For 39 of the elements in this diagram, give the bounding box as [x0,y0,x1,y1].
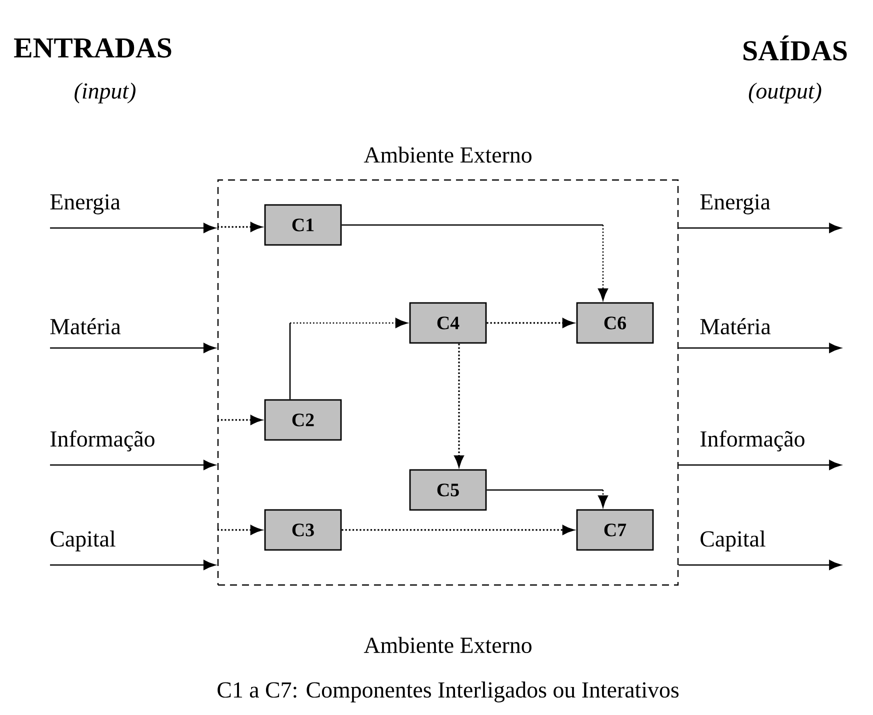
arrow [50,223,216,233]
arrow [50,560,216,570]
edge-label: Energia [698,193,772,216]
component-box: C3 [264,509,342,551]
component-box: C7 [576,509,654,551]
edge-label: Capital [698,530,767,552]
component-box: C1 [264,204,342,246]
component-box: C4 [409,302,487,344]
component-box: C2 [264,399,342,441]
edge-label: Energia [48,193,122,216]
arrow [486,318,574,328]
edge-label: Informação [48,429,156,452]
component-box: C6 [576,302,654,344]
edge-label: Matéria [48,317,122,336]
edge-label: Capital [48,530,117,552]
component-box: C5 [409,469,487,511]
arrow [342,525,574,535]
column-subheading: (input) [74,82,136,104]
arrow [217,415,262,425]
arrow [678,560,842,570]
arrow [678,343,842,353]
arrow [217,222,262,232]
column-heading: SAÍDAS [744,35,847,61]
arrow [50,460,216,470]
boundary-heading: Ambiente Externo [364,146,532,163]
arrow [454,344,464,467]
arrow [50,343,216,353]
caption: C1 a C7: Componentes Interligados ou Interativos [218,682,679,702]
arrow [342,224,608,300]
arrow [289,318,408,400]
arrow [486,489,608,508]
column-subheading: (output) [748,82,822,104]
arrow [678,460,842,470]
arrow [678,223,842,233]
column-heading: ENTRADAS [14,38,172,58]
edge-label: Matéria [698,317,772,336]
arrow [217,525,262,535]
environment-label: Ambiente Externo [364,636,532,654]
edge-label: Informação [698,429,806,452]
